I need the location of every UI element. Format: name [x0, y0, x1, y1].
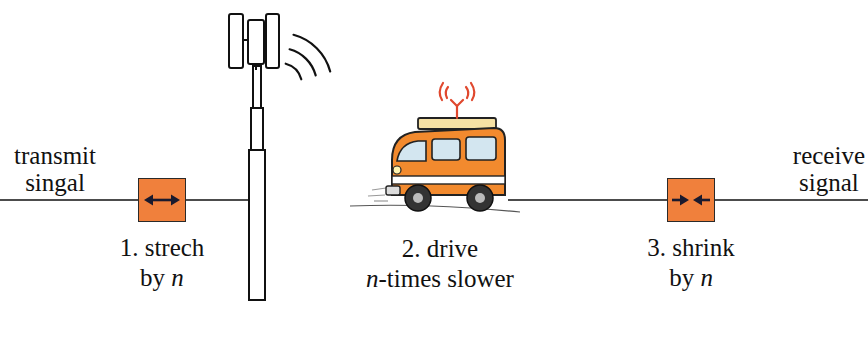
process-box: 1. strech by n — [138, 178, 186, 222]
signal-wire — [0, 199, 868, 201]
math-variable: n — [366, 265, 379, 292]
step-label: 2. drive n-times slower — [366, 234, 514, 294]
process-box: 3. shrink by n — [667, 178, 715, 222]
signal-label: transmit singal — [14, 142, 96, 196]
step-label: 3. shrink by n — [647, 233, 735, 293]
signal-label: receive signal — [793, 142, 865, 196]
math-variable: n — [171, 264, 184, 291]
cell-tower — [229, 14, 279, 300]
math-variable: n — [700, 264, 713, 291]
radio-waves — [286, 35, 331, 80]
van — [350, 83, 520, 212]
step-label: 1. strech by n — [120, 233, 205, 293]
